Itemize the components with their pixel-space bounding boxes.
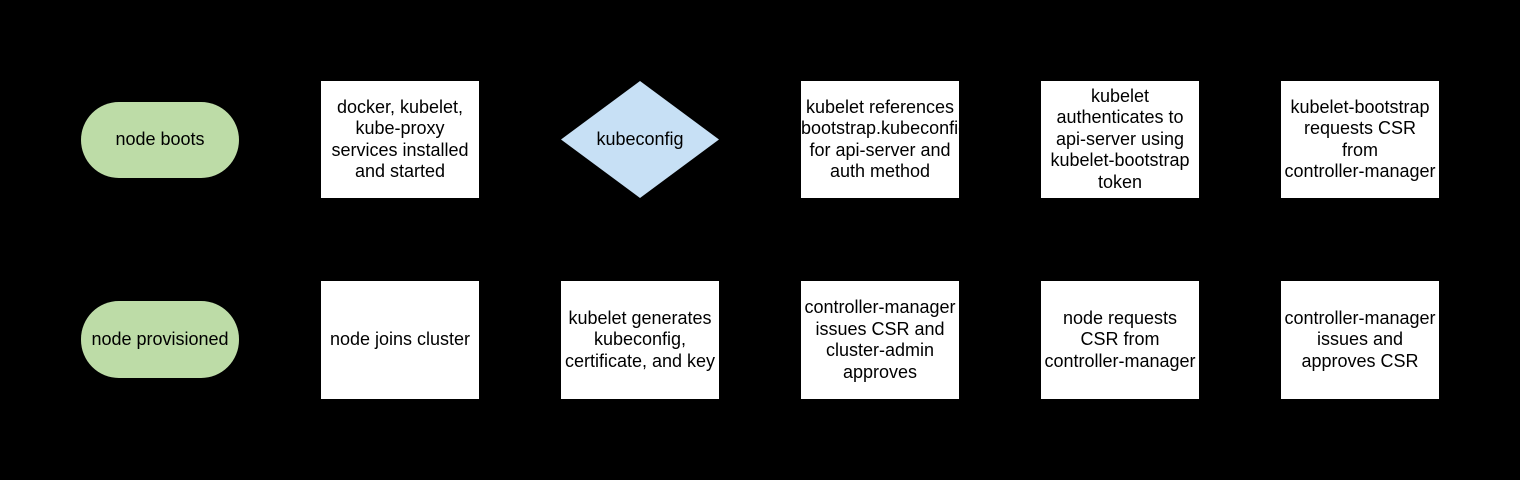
node-provisioned-terminator: node provisioned (81, 301, 239, 378)
node-label: controller-manager issues CSR and cluste… (804, 297, 956, 382)
kubelet-references-bootstrap-kubeconfig-process: kubelet references bootstrap.kubeconfig … (801, 81, 969, 198)
node-label: kubeconfig (596, 128, 684, 149)
kubelet-authenticates-process: kubelet authenticates to api-server usin… (1041, 81, 1199, 198)
node-label: kubelet-bootstrap requests CSR from cont… (1284, 96, 1436, 182)
controller-manager-approves-csr-process: controller-manager issues and approves C… (1281, 281, 1439, 399)
node-joins-cluster-process: node joins cluster (321, 281, 479, 399)
kubeconfig-decision: kubeconfig (561, 81, 719, 198)
node-label: kubelet references bootstrap.kubeconfig … (801, 96, 969, 182)
node-label: docker, kubelet, kube-proxy services ins… (331, 96, 469, 182)
node-requests-csr-process: node requests CSR from controller-manage… (1041, 281, 1199, 399)
node-label: node joins cluster (329, 329, 471, 350)
node-label: node provisioned (91, 328, 229, 349)
services-installed-process: docker, kubelet, kube-proxy services ins… (321, 81, 479, 198)
controller-manager-issues-csr-process: controller-manager issues CSR and cluste… (801, 281, 959, 399)
node-label: controller-manager issues and approves C… (1284, 307, 1436, 371)
node-boots-terminator: node boots (81, 102, 239, 178)
node-label: node requests CSR from controller-manage… (1044, 307, 1196, 371)
kubelet-bootstrap-requests-csr-process: kubelet-bootstrap requests CSR from cont… (1281, 81, 1439, 198)
node-label: kubelet authenticates to api-server usin… (1050, 85, 1190, 192)
node-label: node boots (115, 129, 205, 150)
kubelet-generates-kubeconfig-process: kubelet generates kubeconfig, certificat… (561, 281, 719, 399)
node-label: kubelet generates kubeconfig, certificat… (564, 307, 716, 371)
